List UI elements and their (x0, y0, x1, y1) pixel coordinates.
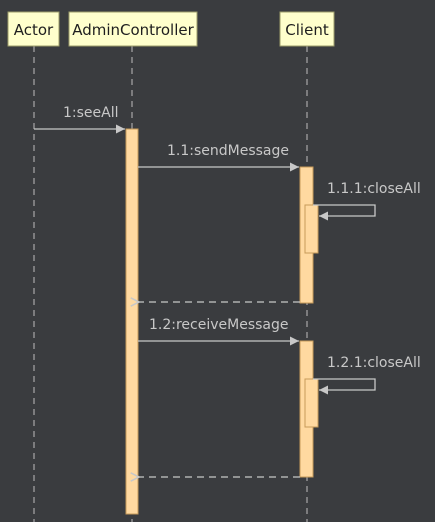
message-close-all-2[interactable]: 1.2.1:closeAll (313, 355, 421, 395)
participant-actor-label: Actor (14, 21, 54, 39)
message-receive-message-label: 1.2:receiveMessage (149, 317, 289, 333)
activation-admin (125, 128, 139, 515)
message-close-all-1-arrow (313, 204, 376, 221)
activation-client-1-nested (304, 204, 319, 254)
message-see-all[interactable]: 1:seeAll (34, 105, 125, 134)
participant-client-label: Client (285, 21, 329, 39)
message-close-all-2-label: 1.2.1:closeAll (327, 355, 421, 371)
message-send-message-label: 1.1:sendMessage (167, 143, 289, 159)
participant-client[interactable]: Client (279, 11, 335, 47)
message-receive-message[interactable]: 1.2:receiveMessage (138, 317, 299, 346)
message-send-message[interactable]: 1.1:sendMessage (138, 143, 299, 172)
message-see-all-label: 1:seeAll (63, 105, 119, 121)
participant-admin-label: AdminController (72, 21, 194, 39)
participant-actor[interactable]: Actor (7, 11, 60, 47)
message-close-all-1[interactable]: 1.1.1:closeAll (313, 181, 421, 221)
message-close-all-2-arrow (313, 378, 376, 395)
message-close-all-1-label: 1.1.1:closeAll (327, 181, 421, 197)
activation-client-2-nested (304, 378, 319, 428)
participant-admin[interactable]: AdminController (68, 11, 198, 47)
